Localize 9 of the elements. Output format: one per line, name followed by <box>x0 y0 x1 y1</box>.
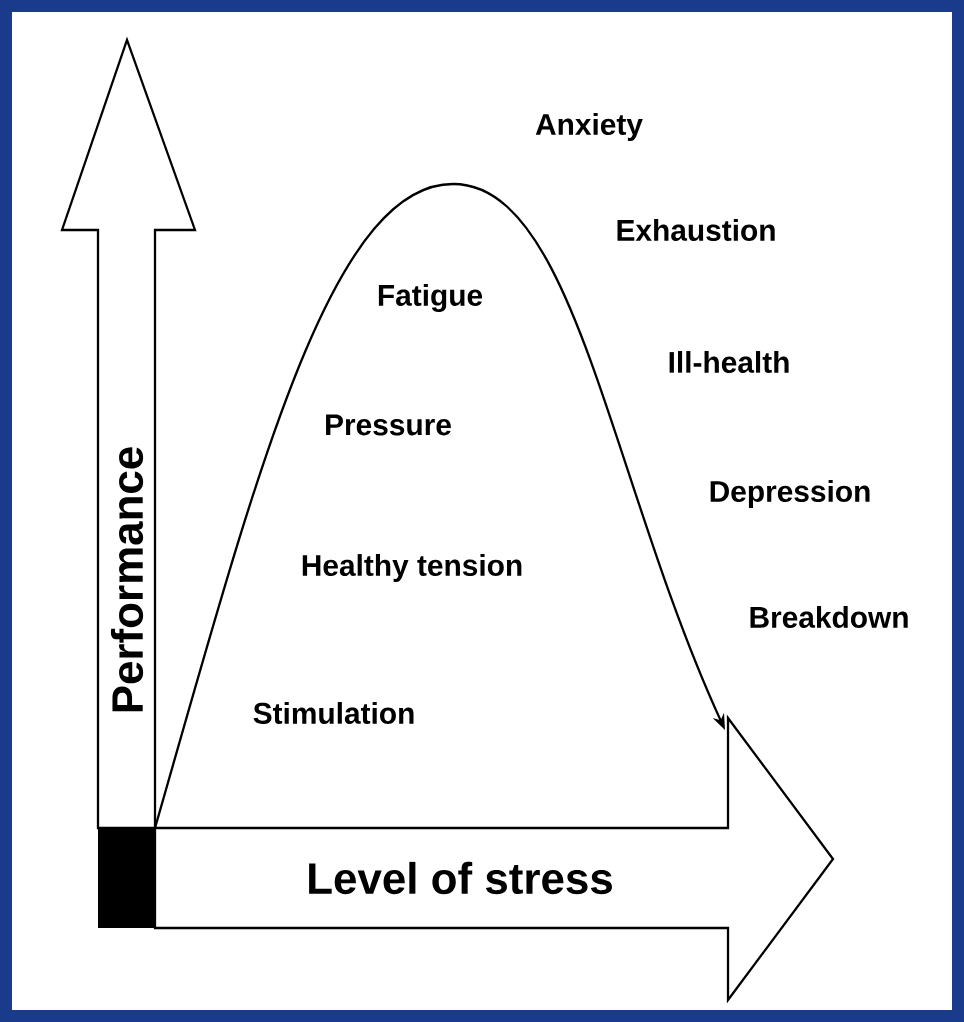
curve-label: Exhaustion <box>617 219 775 241</box>
curve-label: Anxiety <box>535 113 643 141</box>
curve-label: Ill-health <box>669 351 789 373</box>
curve-label: Healthy tension <box>302 554 522 582</box>
curve-label: Breakdown <box>750 606 908 628</box>
stress-curve <box>153 182 725 829</box>
curve-label: Pressure <box>326 414 451 436</box>
curve-label: Fatigue <box>378 284 483 312</box>
curve-label: Depression <box>710 480 870 508</box>
